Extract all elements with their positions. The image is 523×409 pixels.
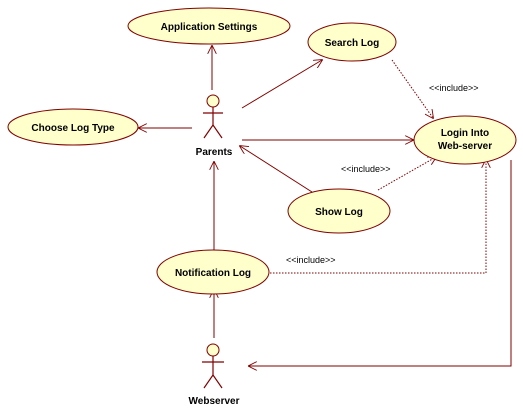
- include-search-login: [391, 59, 433, 118]
- actor-parents-head: [206, 94, 220, 108]
- actor-parents[interactable]: Parents: [196, 94, 233, 158]
- actor-parents-label: Parents: [196, 147, 233, 158]
- use-case-show-log-label: Show Log: [315, 207, 363, 218]
- use-case-show-log[interactable]: Show Log: [287, 188, 391, 234]
- assoc-parents-search-log: [241, 60, 322, 109]
- use-case-choose-log-type-label: Choose Log Type: [31, 123, 115, 134]
- actor-webserver-label: Webserver: [189, 396, 240, 407]
- use-case-application-settings-label: Application Settings: [161, 22, 258, 33]
- use-case-application-settings[interactable]: Application Settings: [127, 7, 291, 45]
- include-label-search: <<include>>: [429, 83, 479, 93]
- use-case-search-log-label: Search Log: [325, 38, 379, 49]
- include-label-show: <<include>>: [341, 164, 391, 174]
- actor-webserver[interactable]: Webserver: [189, 343, 240, 407]
- associations: [139, 46, 512, 366]
- use-case-login-line1: Login Into: [441, 128, 489, 139]
- include-notification-login: [270, 160, 486, 274]
- use-case-notification-log[interactable]: Notification Log: [156, 249, 270, 295]
- assoc-login-webserver: [249, 160, 512, 366]
- use-case-search-log[interactable]: Search Log: [307, 22, 397, 62]
- use-case-notification-log-label: Notification Log: [175, 268, 251, 279]
- use-case-login-line2: Web-server: [438, 141, 492, 152]
- use-case-login-into-web-server[interactable]: Login Into Web-server: [413, 115, 517, 165]
- include-show-login: [377, 157, 436, 191]
- assoc-show-log-parents: [240, 146, 313, 193]
- use-case-choose-log-type[interactable]: Choose Log Type: [7, 108, 139, 146]
- include-dependencies: [270, 59, 486, 274]
- include-label-notification: <<include>>: [286, 255, 336, 265]
- actor-webserver-head: [206, 343, 220, 357]
